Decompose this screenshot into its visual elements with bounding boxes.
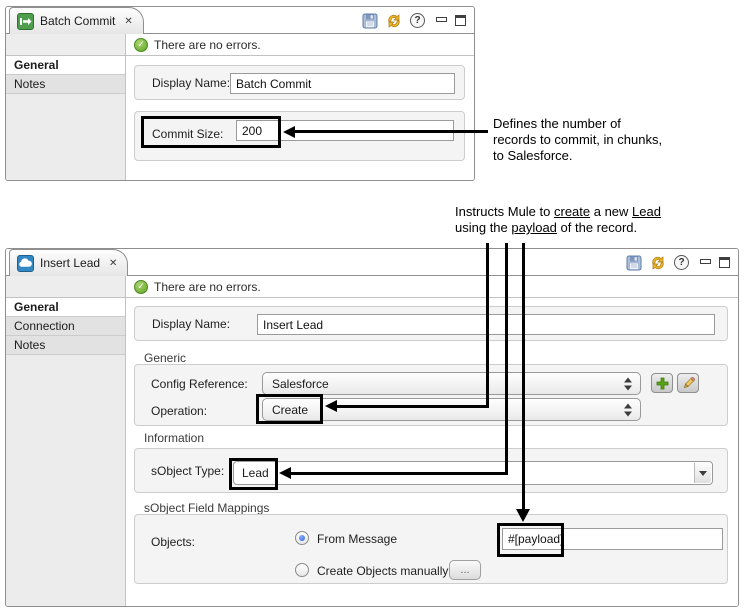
generic-group: Config Reference: Salesforce xyxy=(134,364,728,426)
sync-icon[interactable] xyxy=(650,255,666,271)
objects-label: Objects: xyxy=(151,535,196,549)
batch-commit-icon xyxy=(17,12,34,30)
status-bar-spacer xyxy=(6,34,126,55)
from-message-radio[interactable] xyxy=(295,531,309,545)
sidebar-item-notes[interactable]: Notes xyxy=(6,75,125,94)
insert-lead-properties-panel: Insert Lead ✕ ? xyxy=(5,248,739,607)
annotation-line: Instructs Mule to create a new Lead xyxy=(455,204,661,219)
panel1-view-toolbar: ? xyxy=(362,7,466,34)
panel1-main-area: Display Name: Commit Size: xyxy=(126,56,474,180)
panel2-view-toolbar: ? xyxy=(626,249,730,276)
status-text: There are no errors. xyxy=(154,279,261,294)
panel2-sidebar: General Connection Notes xyxy=(6,298,126,606)
display-name-label: Display Name: xyxy=(152,76,231,90)
commit-size-annotation: Defines the number of records to commit,… xyxy=(493,116,662,164)
arrow-head-commit-size xyxy=(283,126,295,138)
operation-dropdown[interactable]: Create xyxy=(262,398,641,421)
information-section-label: Information xyxy=(144,431,205,445)
help-icon[interactable]: ? xyxy=(410,13,425,28)
create-lead-annotation: Instructs Mule to create a new Lead usin… xyxy=(455,204,661,236)
add-config-button[interactable] xyxy=(651,373,673,393)
create-objects-manually-label: Create Objects manually xyxy=(317,564,449,578)
save-icon[interactable] xyxy=(362,13,378,29)
panel2-tab-bar: Insert Lead ✕ ? xyxy=(6,249,738,276)
arrow-head-create xyxy=(325,400,337,412)
commit-size-group: Commit Size: xyxy=(134,111,465,161)
no-errors-check-icon: ✓ xyxy=(134,279,148,294)
maximize-icon[interactable] xyxy=(455,15,466,26)
minimize-icon[interactable] xyxy=(436,16,447,26)
sobject-type-label: sObject Type: xyxy=(151,464,225,478)
operation-value: Create xyxy=(272,402,309,417)
ellipsis-button[interactable]: ... xyxy=(449,560,481,580)
sync-icon[interactable] xyxy=(386,13,402,29)
display-name-group: Display Name: xyxy=(134,65,465,100)
sidebar-item-general[interactable]: General xyxy=(6,298,125,317)
arrow-line-create-vertical xyxy=(486,243,489,408)
batch-commit-properties-panel: Batch Commit ✕ ? xyxy=(5,6,475,181)
status-bar-spacer xyxy=(6,276,126,297)
annotation-line: using the payload of the record. xyxy=(455,220,638,235)
close-icon[interactable]: ✕ xyxy=(109,257,118,269)
arrow-head-lead xyxy=(279,467,291,479)
pencil-icon xyxy=(683,376,695,388)
display-name-group: Display Name: xyxy=(134,306,728,341)
annotation-line: Defines the number of xyxy=(493,116,621,131)
from-message-label: From Message xyxy=(317,532,398,546)
commit-size-label: Commit Size: xyxy=(152,127,224,141)
chevron-down-icon xyxy=(699,470,707,476)
config-reference-value: Salesforce xyxy=(272,376,329,391)
sidebar-item-notes[interactable]: Notes xyxy=(6,336,125,355)
mappings-section-label: sObject Field Mappings xyxy=(144,501,270,515)
help-icon[interactable]: ? xyxy=(674,255,689,270)
panel2-main-area: Display Name: Generic Config Reference: … xyxy=(126,298,738,606)
annotation-line: to Salesforce. xyxy=(493,148,573,163)
sidebar-item-general[interactable]: General xyxy=(6,56,125,75)
tab-title: Insert Lead xyxy=(40,256,101,270)
stepper-icon xyxy=(624,403,632,416)
config-reference-label: Config Reference: xyxy=(151,377,248,391)
arrow-line-lead-vertical xyxy=(505,243,508,475)
no-errors-check-icon: ✓ xyxy=(134,37,148,52)
status-text: There are no errors. xyxy=(154,37,261,52)
arrow-line-payload-vertical xyxy=(522,243,525,509)
arrow-head-payload xyxy=(516,509,530,522)
sidebar-item-connection[interactable]: Connection xyxy=(6,317,125,336)
tab-batch-commit[interactable]: Batch Commit ✕ xyxy=(9,7,144,34)
close-icon[interactable]: ✕ xyxy=(124,15,133,27)
display-name-input[interactable] xyxy=(230,73,455,94)
minimize-icon[interactable] xyxy=(700,258,711,268)
panel1-status-bar: ✓ There are no errors. xyxy=(6,34,474,56)
generic-section-label: Generic xyxy=(144,351,187,365)
panel1-sidebar: General Notes xyxy=(6,56,126,180)
annotation-line: records to commit, in chunks, xyxy=(493,132,663,147)
panel1-tab-bar: Batch Commit ✕ ? xyxy=(6,7,474,34)
stepper-icon xyxy=(624,377,632,390)
arrow-line-lead-horizontal xyxy=(291,472,508,475)
mappings-group: Objects: From Message Create Objects man… xyxy=(134,514,728,584)
tab-title: Batch Commit xyxy=(40,14,116,28)
status-message-row: ✓ There are no errors. xyxy=(126,34,261,55)
plus-icon xyxy=(656,377,668,389)
payload-expression-input[interactable] xyxy=(502,528,723,550)
tab-insert-lead[interactable]: Insert Lead ✕ xyxy=(9,249,129,276)
config-reference-dropdown[interactable]: Salesforce xyxy=(262,372,641,395)
sobject-type-value: Lead xyxy=(242,466,269,480)
information-group: sObject Type: Lead xyxy=(134,448,728,493)
maximize-icon[interactable] xyxy=(719,257,730,268)
arrow-line-commit-size xyxy=(295,130,488,133)
edit-config-button[interactable] xyxy=(677,373,699,393)
status-message-row: ✓ There are no errors. xyxy=(126,276,261,297)
display-name-label: Display Name: xyxy=(152,317,231,331)
save-icon[interactable] xyxy=(626,255,642,271)
combo-dropdown-button[interactable] xyxy=(694,463,711,483)
salesforce-cloud-icon xyxy=(17,254,34,272)
create-objects-manually-radio[interactable] xyxy=(295,563,309,577)
arrow-line-create-horizontal xyxy=(337,405,489,408)
operation-label: Operation: xyxy=(151,404,208,418)
panel2-status-bar: ✓ There are no errors. xyxy=(6,276,738,298)
